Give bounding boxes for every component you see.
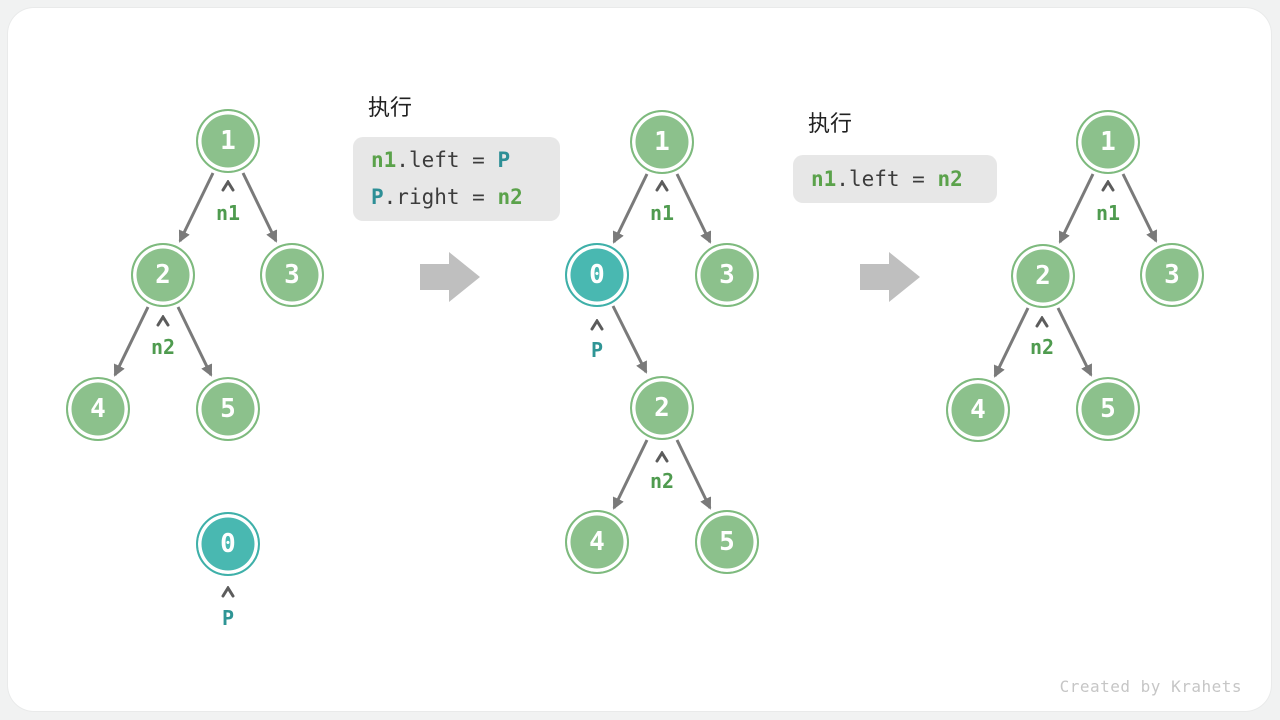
tree2-node-1: 1 [630, 110, 694, 174]
tree1-node-1: 1 [196, 109, 260, 173]
code-token: n2 [497, 185, 523, 209]
code-token: n1 [371, 148, 397, 172]
tree3-label-n1: n1 [1095, 201, 1121, 225]
tree3-node-5: 5 [1076, 377, 1140, 441]
tree2-node-5: 5 [695, 510, 759, 574]
right-block-arrow-icon [418, 250, 482, 311]
up-caret-icon [654, 450, 670, 463]
tree3-node-4: 4 [946, 378, 1010, 442]
up-caret-icon [220, 179, 236, 192]
up-caret-icon [589, 318, 605, 331]
step2-code-box: n1.left = n2 [793, 155, 997, 203]
tree2-label-n1: n1 [649, 201, 675, 225]
code-token: .right = [383, 185, 498, 209]
step2-title: 执行 [808, 111, 853, 136]
tree2-node-3: 3 [695, 243, 759, 307]
right-block-arrow-icon [858, 250, 922, 311]
tree3-node-3: 3 [1140, 243, 1204, 307]
tree2-node-4: 4 [565, 510, 629, 574]
tree3-node-1: 1 [1076, 110, 1140, 174]
code-token: n2 [937, 167, 963, 191]
watermark-credit: Created by Krahets [1059, 677, 1242, 696]
code-line: n1.left = n2 [811, 160, 979, 198]
code-token: P [497, 148, 511, 172]
tree2-node-0: 0 [565, 243, 629, 307]
up-caret-icon [654, 179, 670, 192]
code-token: .left = [836, 167, 938, 191]
tree2-label-n2: n2 [649, 469, 675, 493]
code-line: P.right = n2 [371, 179, 542, 216]
tree1-node-2: 2 [131, 243, 195, 307]
up-caret-icon [1100, 179, 1116, 192]
code-line: n1.left = P [371, 142, 542, 179]
tree1-label-n1: n1 [215, 201, 241, 225]
tree1-node-3: 3 [260, 243, 324, 307]
tree2-label-p: P [590, 338, 604, 362]
tree3-label-n2: n2 [1029, 335, 1055, 359]
up-caret-icon [1034, 315, 1050, 328]
step1-title: 执行 [368, 95, 413, 120]
p-node: 0 [196, 512, 260, 576]
code-token: P [371, 185, 384, 209]
tree1-node-5: 5 [196, 377, 260, 441]
tree3-node-2: 2 [1011, 244, 1075, 308]
up-caret-icon [155, 314, 171, 327]
p-node-label: P [221, 606, 235, 630]
up-caret-icon [220, 585, 236, 598]
code-token: n1 [811, 167, 837, 191]
code-token: .left = [396, 148, 498, 172]
tree1-node-4: 4 [66, 377, 130, 441]
tree1-label-n2: n2 [150, 335, 176, 359]
tree2-node-2: 2 [630, 376, 694, 440]
